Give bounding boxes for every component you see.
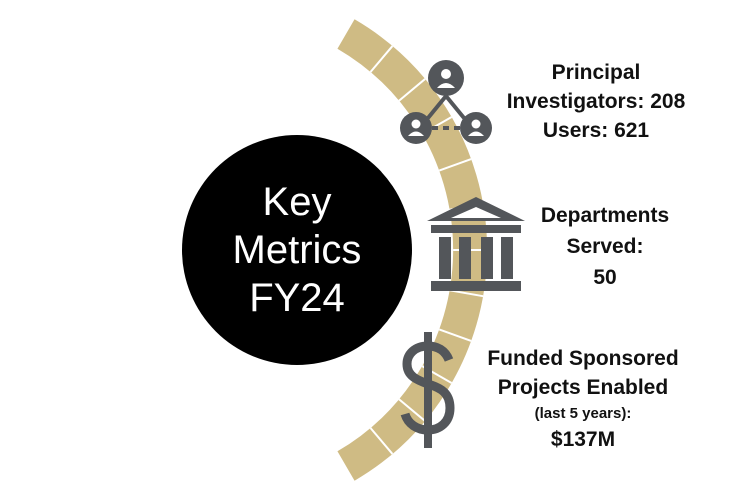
metric-3-line-3: $137M [550,428,616,451]
center-title-line-1: Key [262,180,332,224]
dollar-sign-icon [397,330,459,450]
metric-2-line-3: 50 [593,266,617,289]
arc-divider [398,78,426,102]
metric-3-line-2: Projects Enabled [497,376,669,399]
metric-funded-projects: Funded Sponsored Projects Enabled (last … [478,344,688,454]
metric-investigators-users: Principal Investigators: 208 Users: 621 [496,58,696,145]
metric-departments-served: Departments Served: 50 [520,200,690,293]
arc-divider [369,45,394,73]
arc-divider [398,398,426,422]
arc-divider [438,158,472,172]
center-title: Key Metrics FY24 [233,178,362,322]
arc-divider [438,328,472,342]
key-metrics-circle: Key Metrics FY24 [182,135,412,365]
metric-2-line-1: Departments [540,204,670,227]
center-title-line-3: FY24 [249,276,345,320]
metric-1-line-1: Principal [551,61,641,84]
metric-3-line-1: Funded Sponsored [487,347,679,370]
arc-divider [449,289,484,298]
building-columns-icon [425,195,527,293]
center-title-line-2: Metrics [232,228,362,272]
people-network-icon [398,58,494,148]
metric-2-line-2: Served: [566,235,644,258]
metric-3-note: (last 5 years): [534,405,632,422]
arc-divider [369,427,394,455]
metric-1-line-2: Investigators: 208 [506,90,686,113]
metric-1-line-3: Users: 621 [542,119,650,142]
